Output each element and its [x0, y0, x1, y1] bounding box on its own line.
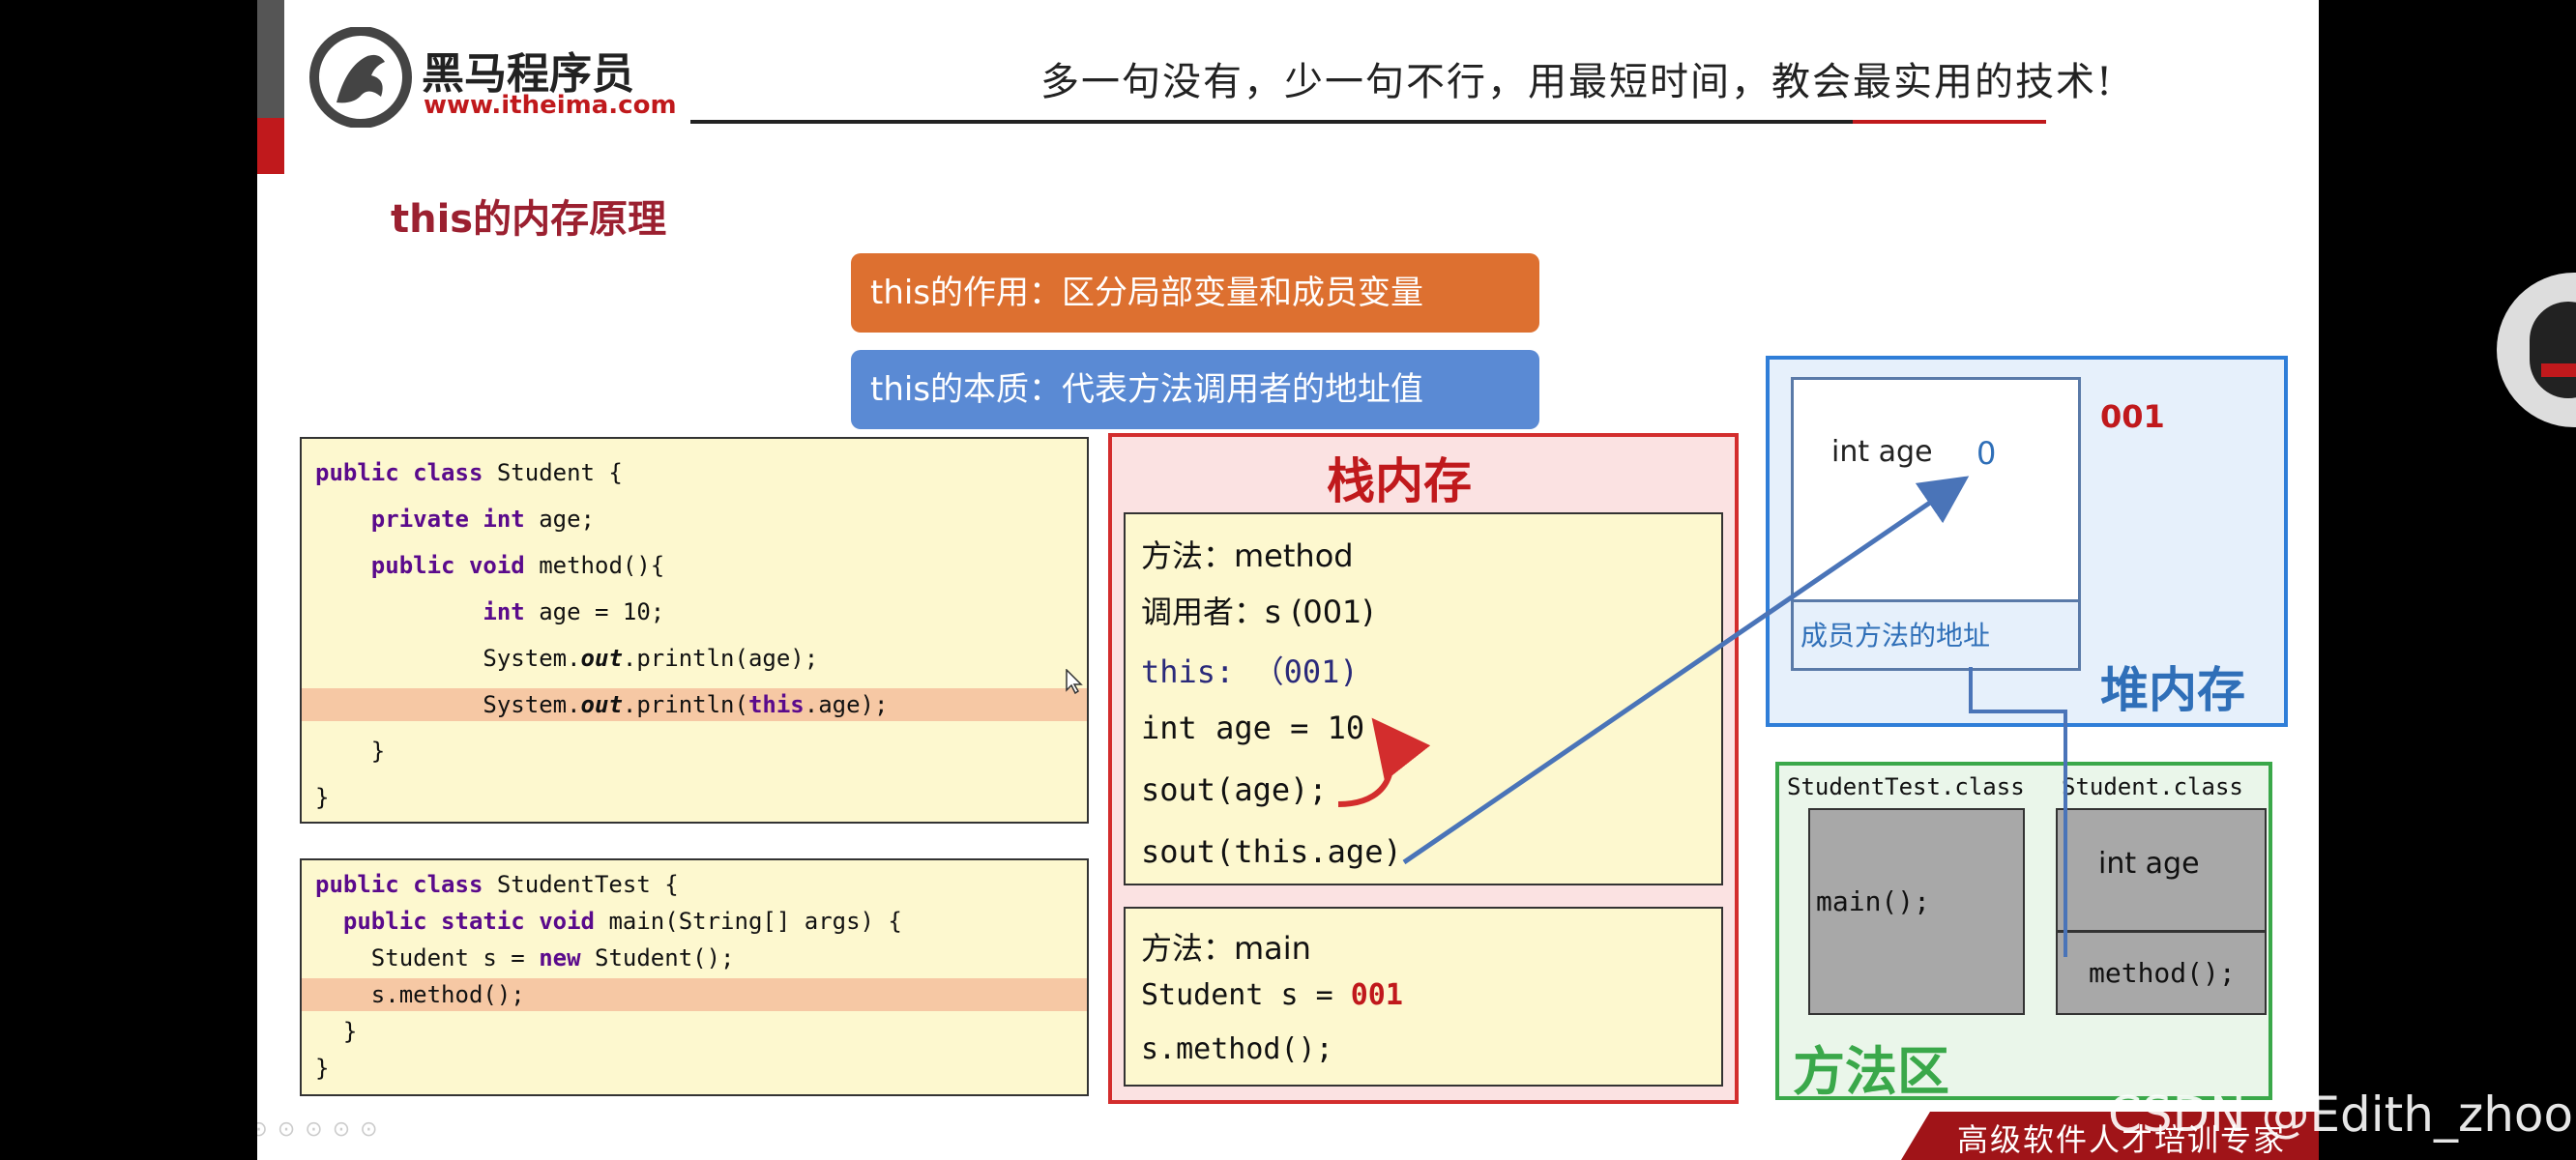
stack-title: 栈内存 — [1327, 453, 1472, 509]
method-frame-age: int age = 10 — [1141, 710, 1365, 746]
studenttest-class-box — [1808, 808, 2025, 1015]
heap-field-label: int age — [1831, 435, 1933, 469]
heap-method-addr-cell — [1791, 599, 2081, 671]
student-class-label: Student.class — [2062, 773, 2243, 800]
code-line-highlighted: s.method(); — [302, 978, 1087, 1011]
logo-name: 黑马程序员 — [422, 49, 634, 99]
method-frame-method: 方法：method — [1141, 537, 1354, 574]
left-accent-gray — [257, 0, 284, 118]
main-frame-call: s.method(); — [1141, 1032, 1333, 1066]
horse-logo-icon — [307, 26, 414, 129]
callout-role: this的作用：区分局部变量和成员变量 — [851, 253, 1539, 333]
student-code-box: public class Student { private int age; … — [300, 437, 1089, 824]
logo-url: www.itheima.com — [424, 91, 677, 120]
presentation-toolbar[interactable]: ⊙⊙⊙⊙⊙⊙ — [257, 1117, 388, 1142]
qq-penguin-icon[interactable] — [2497, 273, 2576, 427]
main-frame: 方法：main Student s = 001 s.method(); — [1124, 907, 1723, 1087]
code-line: } — [315, 1018, 358, 1045]
callout-essence: this的本质：代表方法调用者的地址值 — [851, 350, 1539, 429]
main-frame-student: Student s = 001 — [1141, 978, 1403, 1012]
slide-title: this的内存原理 — [391, 197, 667, 242]
student-class-divider — [2056, 930, 2267, 933]
method-frame-this: this: （001) — [1141, 653, 1359, 690]
method-area-title: 方法区 — [1793, 1041, 1949, 1102]
student-class-box — [2056, 808, 2267, 1015]
code-line: public void method(){ — [370, 552, 665, 579]
method-frame-sout-this-age: sout(this.age) — [1141, 833, 1402, 870]
main-frame-method: 方法：main — [1141, 930, 1311, 967]
local-age-arrow — [1337, 717, 1431, 807]
footer-banner-text: 高级软件人才培训专家 — [1957, 1121, 2287, 1158]
method-frame-caller: 调用者：s (001) — [1141, 594, 1374, 630]
code-line: System.out.println(age); — [315, 645, 819, 672]
header-rule — [690, 120, 2044, 124]
csdn-watermark: CSDN @Edith_zhoong — [2108, 1087, 2576, 1143]
class-int-age-label: int age — [2098, 847, 2200, 881]
code-line: } — [315, 1055, 330, 1082]
footer-banner — [1901, 1112, 2319, 1160]
code-line: int age = 10; — [483, 598, 665, 625]
method-frame-sout-age: sout(age); — [1141, 771, 1328, 808]
code-line: public class StudentTest { — [315, 871, 679, 898]
method-frame: 方法：method 调用者：s (001) this: （001) int ag… — [1124, 512, 1723, 885]
heap-title: 堆内存 — [2100, 662, 2245, 718]
heap-method-addr-label: 成员方法的地址 — [1800, 620, 1991, 652]
code-line: public class Student { — [315, 459, 623, 486]
studenttest-class-label: StudentTest.class — [1787, 773, 2025, 800]
method-addr-connector — [1969, 667, 2067, 957]
slogan: 多一句没有，少一句不行，用最短时间，教会最实用的技术! — [1040, 60, 2115, 104]
cursor-icon — [1066, 668, 1083, 698]
code-line-highlighted: System.out.println(this.age); — [302, 688, 1087, 721]
code-line: Student s = new Student(); — [315, 944, 735, 972]
slide: 黑马程序员 www.itheima.com 多一句没有，少一句不行，用最短时间，… — [257, 0, 2319, 1160]
class-method-label: method(); — [2089, 957, 2236, 989]
code-line: public static void main(String[] args) { — [342, 908, 902, 935]
heap-address: 001 — [2100, 398, 2165, 435]
this-age-arrow — [1402, 476, 1970, 865]
code-line: } — [315, 784, 330, 811]
heap-field-value: 0 — [1976, 435, 1997, 472]
arrows-overlay — [1337, 476, 2067, 957]
left-accent-red — [257, 118, 284, 174]
studenttest-code-box: public class StudentTest { public static… — [300, 858, 1089, 1096]
main-frame-address: 001 — [1350, 978, 1403, 1012]
header-rule-red — [1853, 120, 2046, 124]
main-method-label: main(); — [1816, 885, 1931, 917]
main-frame-student-label: Student s = — [1141, 978, 1351, 1012]
code-line: } — [315, 738, 386, 765]
code-line: private int age; — [370, 506, 595, 533]
